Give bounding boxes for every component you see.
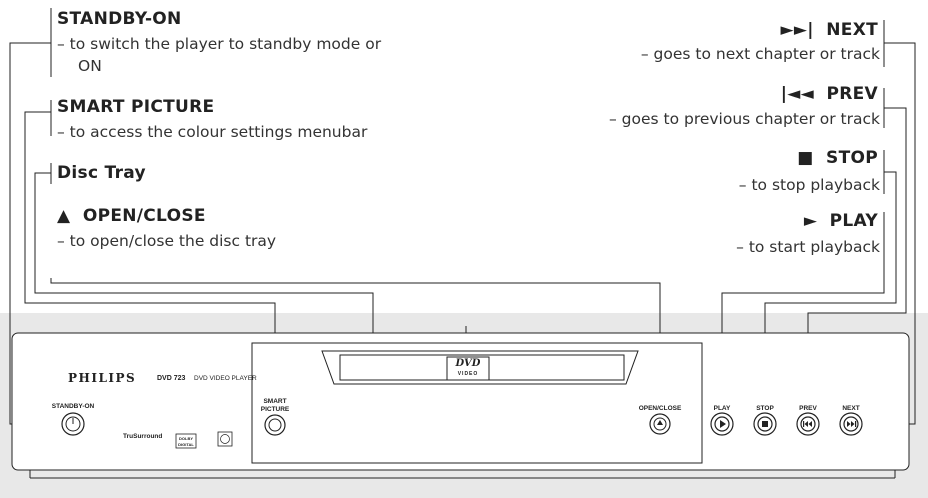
play-button-label: PLAY <box>713 405 731 412</box>
open-close-title: OPEN/CLOSE <box>82 206 206 226</box>
tray-outer <box>251 342 703 464</box>
next-icon: ►►| <box>780 20 814 40</box>
play-heading: ► PLAY <box>804 211 878 231</box>
open-close-label: OPEN/CLOSE <box>638 405 682 412</box>
dvd-logo-box <box>446 356 490 381</box>
play-desc: – to start playback <box>736 238 880 256</box>
standby-label: STANDBY-ON <box>51 403 95 410</box>
smart-label-1: SMART <box>263 398 287 405</box>
play-title: PLAY <box>829 211 878 231</box>
smart-label-2: PICTURE <box>260 406 290 413</box>
prev-button-label: PREV <box>799 405 817 412</box>
stop-title: STOP <box>826 148 878 168</box>
dvd-logo: DVD <box>455 358 481 369</box>
compact-disc-logo <box>217 431 233 447</box>
next-heading: ►►| NEXT <box>781 20 878 40</box>
play-button-icon <box>720 420 726 428</box>
player-body <box>11 332 910 471</box>
trusurround-logo: TruSurround <box>123 433 163 440</box>
prev-icon: |◄◄ <box>780 84 815 104</box>
dolby-logo <box>175 433 197 449</box>
philips-logo: PHILIPS <box>68 371 137 385</box>
open-close-heading: ▲ OPEN/CLOSE <box>57 206 206 226</box>
disc-tray-title: Disc Tray <box>57 163 146 183</box>
eject-icon: ▲ <box>57 206 71 226</box>
next-button-icon <box>847 421 857 427</box>
stop-icon: ■ <box>797 148 814 168</box>
stop-desc: – to stop playback <box>738 176 880 194</box>
power-icon <box>65 416 81 432</box>
standby-title: STANDBY-ON <box>57 9 182 29</box>
prev-heading: |◄◄ PREV <box>781 84 878 104</box>
open-close-desc: – to open/close the disc tray <box>57 232 277 250</box>
stop-heading: ■ STOP <box>797 148 878 168</box>
tray-window <box>321 350 639 385</box>
prev-desc: – goes to previous chapter or track <box>608 110 880 128</box>
smart-picture-desc: – to access the colour settings menubar <box>57 123 368 141</box>
dolby-text: DOLBY <box>179 436 193 441</box>
next-button-label: NEXT <box>842 405 860 412</box>
model-number: DVD 723 <box>157 375 186 382</box>
standby-desc: – to switch the player to standby mode o… <box>57 35 382 53</box>
leader-tray <box>34 172 374 370</box>
dolby-sub-text: DIGITAL <box>178 442 194 447</box>
play-icon: ► <box>803 211 818 231</box>
stop-button-icon <box>762 421 768 427</box>
eject-button-icon <box>657 420 663 425</box>
next-desc: – goes to next chapter or track <box>640 45 880 63</box>
prev-button-icon <box>803 421 812 427</box>
smart-picture-button <box>264 414 286 436</box>
next-title: NEXT <box>826 20 878 40</box>
model-description: DVD VIDEO PLAYER <box>194 375 257 382</box>
prev-title: PREV <box>826 84 878 104</box>
stop-button-label: STOP <box>756 405 774 412</box>
standby-desc-2: ON <box>78 57 102 75</box>
smart-picture-title: SMART PICTURE <box>57 97 215 117</box>
dvd-logo-sub: VIDEO <box>457 371 479 377</box>
